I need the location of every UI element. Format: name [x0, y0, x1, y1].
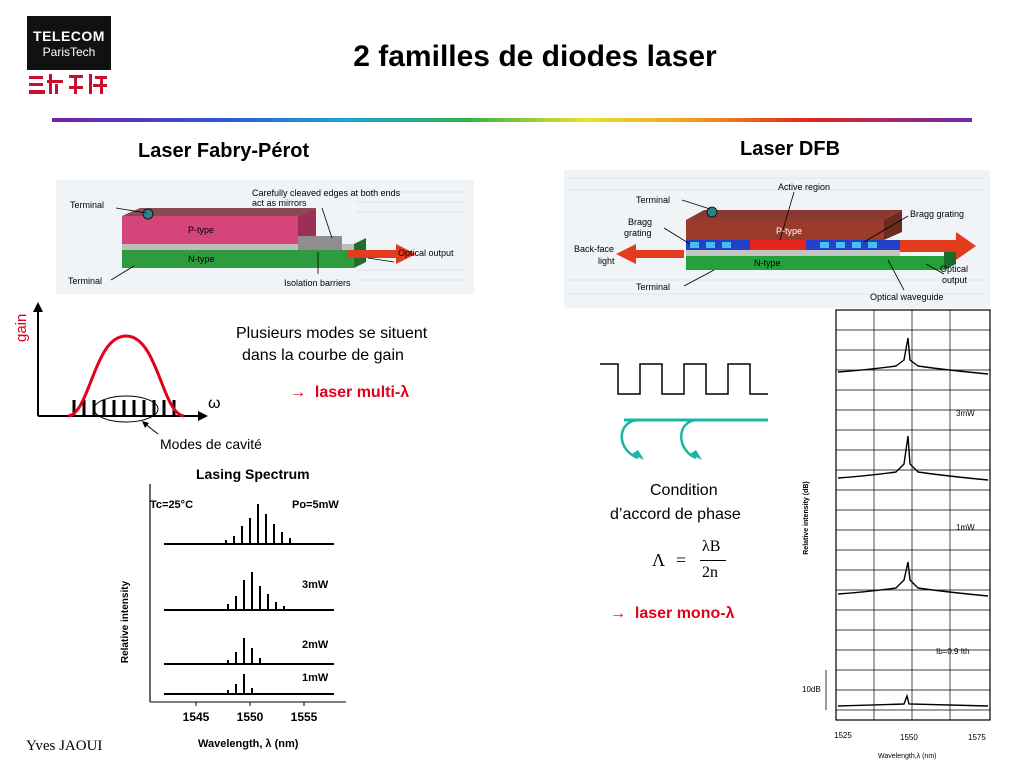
dfb-active-region — [750, 240, 806, 250]
dfb-spectrum-1mw-label: 1mW — [956, 523, 975, 532]
dfb-spectrum-ib-label: Ib=0.9 Ith — [936, 647, 970, 656]
spectrum-title: Lasing Spectrum — [196, 466, 310, 482]
fp-isolation-label: Isolation barriers — [284, 278, 351, 288]
fp-result-arrow-icon: → — [290, 384, 306, 401]
dfb-ptype-layer — [686, 220, 884, 240]
condition-line1: Condition — [650, 482, 718, 499]
fp-text-line1: Plusieurs modes se situent — [236, 325, 428, 342]
dfb-waveguide-label: Optical waveguide — [870, 292, 944, 302]
phase-arrow-right-icon — [690, 450, 702, 460]
dfb-spectrum-ylabel: Relative intensity (dB) — [803, 481, 810, 555]
dfb-optical-label-1: Optical — [940, 264, 968, 274]
footer-author: Yves JAOUI — [26, 738, 103, 754]
rainbow-rule — [52, 118, 972, 122]
fp-ptype-layer — [122, 216, 298, 244]
dfb-result-arrow-icon: → — [610, 605, 626, 622]
dfb-result: → laser mono-λ — [610, 605, 734, 623]
fp-result: → laser multi-λ — [290, 384, 409, 402]
dfb-spectrum-tick-1575: 1575 — [968, 733, 986, 742]
cavity-modes-bars — [72, 400, 176, 416]
spectrum-traces — [164, 504, 334, 695]
dfb-optical-label-2: output — [942, 275, 968, 285]
fp-optical-output-label: Optical output — [398, 248, 454, 258]
dfb-heading: Laser DFB — [740, 138, 841, 160]
fp-ntype-layer — [122, 250, 354, 268]
dfb-bragg-left-label-2: grating — [624, 228, 652, 238]
condition-line2: d’accord de phase — [610, 506, 741, 523]
formula-bar — [700, 560, 726, 561]
omega-label: ω — [208, 395, 221, 412]
dfb-spectrum-figure: 3mW 1mW Ib=0.9 Ith 10dB Relative intensi… — [796, 308, 996, 764]
spectrum-3mw-label: 3mW — [302, 579, 329, 591]
fp-laser-diagram: Terminal Carefully cleaved edges at both… — [56, 180, 474, 294]
dfb-ntype-layer — [686, 256, 944, 270]
dfb-backface-arrow-icon — [616, 244, 684, 264]
formula-lambda-cap: Λ — [652, 550, 666, 570]
dfb-active-label: Active region — [778, 182, 830, 192]
spectrum-2mw-label: 2mW — [302, 639, 329, 651]
phase-arrow-left-icon — [632, 450, 644, 460]
grating-square-wave — [600, 363, 768, 395]
fp-ptype-label: P-type — [188, 225, 214, 235]
dfb-bragg-left-label-1: Bragg — [628, 217, 652, 227]
spectrum-1mw-label: 1mW — [302, 672, 329, 684]
lasing-spectrum-figure: Lasing Spectrum Tc=25°C Po=5mW 3mW 2mW 1… — [120, 466, 346, 750]
dfb-spectrum-tick-1525: 1525 — [834, 731, 852, 740]
fp-heading: Laser Fabry-Pérot — [138, 140, 310, 162]
spectrum-tick-1550: 1550 — [237, 710, 264, 724]
spectrum-temp-label: Tc=25°C — [150, 499, 193, 511]
dfb-laser-diagram: Terminal Active region Bragg grating Bra… — [564, 170, 990, 308]
spectrum-tick-1555: 1555 — [291, 710, 318, 724]
dfb-spectrum-3mw-label: 3mW — [956, 409, 975, 418]
fp-cleaved-label-2: act as mirrors — [252, 198, 307, 208]
fp-ntype-label: N-type — [188, 254, 215, 264]
gain-curve-line — [67, 334, 185, 418]
fp-text-line2: dans la courbe de gain — [242, 347, 404, 364]
dfb-output-arrow-icon — [900, 232, 976, 260]
fp-terminal-bottom-label: Terminal — [68, 276, 102, 286]
logo-dark-block: TELECOM ParisTech — [27, 16, 111, 70]
modes-cavity-label: Modes de cavité — [160, 436, 262, 452]
dfb-ptype-label: P-type — [776, 226, 802, 236]
dfb-spectrum-xlabel: Wavelength,λ (nm) — [878, 753, 936, 760]
logo-line2: ParisTech — [42, 45, 96, 59]
grating-phase-diagram — [600, 363, 768, 460]
formula-numerator: λB — [702, 538, 721, 555]
dfb-terminal-top-label: Terminal — [636, 195, 670, 205]
dfb-spectrum-traces — [837, 337, 989, 707]
spectrum-5mw-label: Po=5mW — [292, 499, 339, 511]
spectrum-ylabel: Relative intensity — [120, 580, 131, 663]
dfb-backface-label-1: Back-face — [574, 244, 614, 254]
dfb-result-text: laser mono-λ — [634, 605, 735, 622]
fp-result-text: laser multi-λ — [314, 384, 410, 401]
fp-terminal-top-label: Terminal — [70, 200, 104, 210]
fp-cleaved-label-1: Carefully cleaved edges at both ends — [252, 188, 401, 198]
dfb-spectrum-tick-1550: 1550 — [900, 733, 918, 742]
formula-equals: = — [676, 550, 687, 570]
spectrum-tick-1545: 1545 — [183, 710, 210, 724]
bragg-formula: Λ = λB 2n — [652, 538, 732, 588]
formula-denominator: 2n — [702, 564, 718, 581]
dfb-backface-label-2: light — [598, 256, 615, 266]
gain-axis-label: gain — [13, 314, 30, 342]
dfb-ntype-label: N-type — [754, 258, 781, 268]
dfb-terminal-bottom-label: Terminal — [636, 282, 670, 292]
fp-output-arrow-icon — [348, 244, 416, 264]
dfb-bragg-right-label: Bragg grating — [910, 209, 964, 219]
telecom-paristech-logo: TELECOM ParisTech — [27, 16, 111, 98]
spectrum-xlabel: Wavelength, λ (nm) — [198, 738, 299, 750]
dfb-spectrum-10db-label: 10dB — [802, 685, 821, 694]
logo-line1: TELECOM — [33, 28, 105, 44]
gain-curve-plot: gain ω — [13, 302, 221, 435]
slide-title: 2 familles de diodes laser — [353, 40, 717, 73]
logo-chinese-glyphs — [29, 74, 107, 94]
